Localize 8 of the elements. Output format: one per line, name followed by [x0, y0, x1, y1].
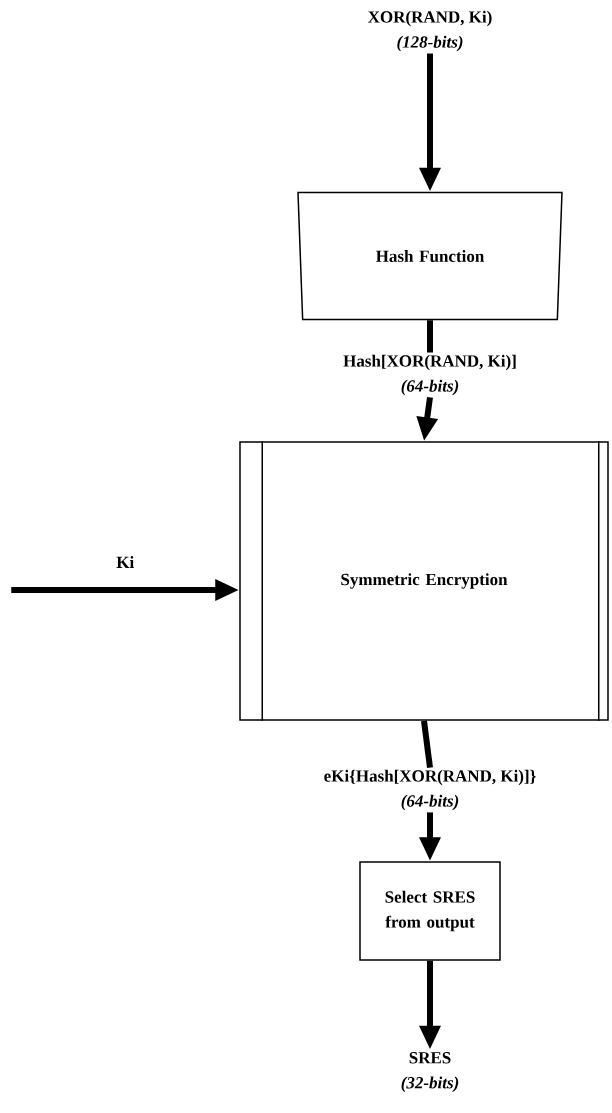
- trapezoid-block: Hash Function: [297, 191, 563, 321]
- label-text: XOR(RAND, Ki) (128-bits): [368, 10, 492, 52]
- label-text: SRES (32-bits): [401, 1052, 459, 1092]
- label-text: eKi{Hash[XOR(RAND, Ki)]} (64-bits): [324, 769, 536, 811]
- process-box: Symmetric Encryption: [239, 440, 609, 722]
- process-box: Select SRES from output: [359, 861, 501, 961]
- label-text: Hash[XOR(RAND, Ki)] (64-bits): [343, 354, 516, 396]
- edge-label: Ki: [114, 554, 137, 570]
